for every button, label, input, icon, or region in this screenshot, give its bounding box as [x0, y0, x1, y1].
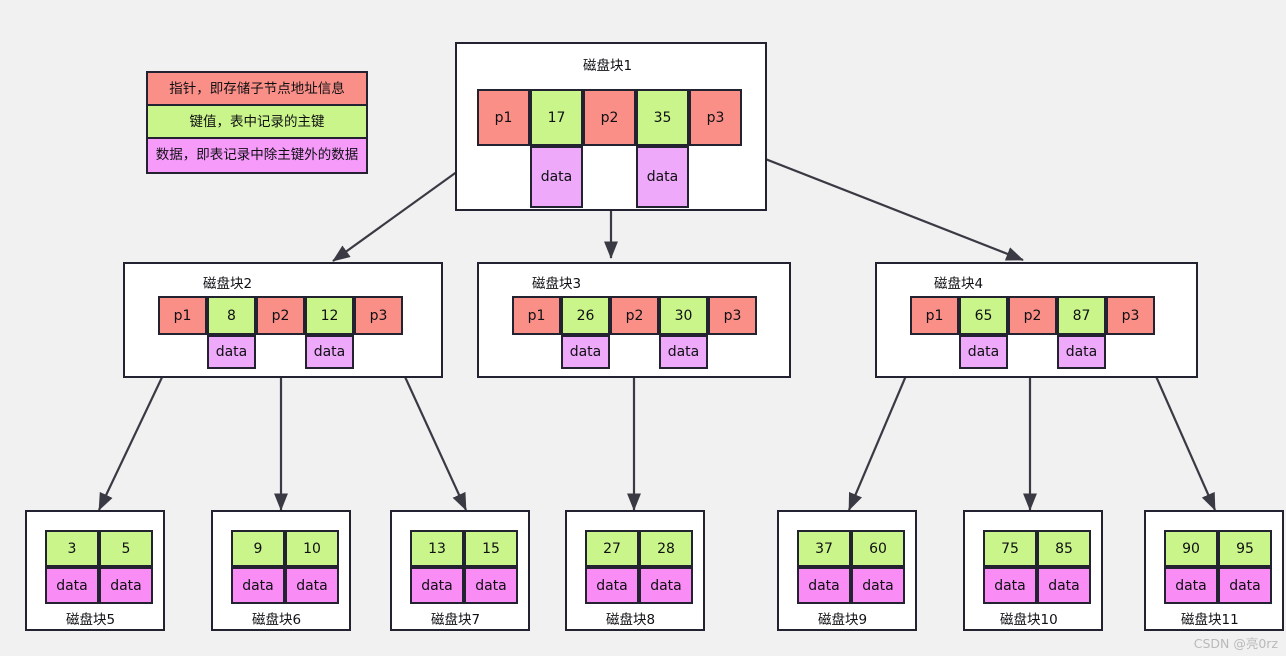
- node-block3-data-30[interactable]: data: [659, 335, 708, 369]
- node-block7-key-13[interactable]: 13: [410, 530, 464, 567]
- node-block1-key-35[interactable]: 35: [636, 89, 689, 146]
- node-block5[interactable]: 3 5 data data 磁盘块5: [25, 510, 165, 631]
- node-block8-data-28[interactable]: data: [639, 567, 693, 604]
- node-block3-pointer-p3[interactable]: p3: [708, 296, 757, 335]
- node-block4-key-87[interactable]: 87: [1057, 296, 1106, 335]
- node-block11-key-90[interactable]: 90: [1164, 530, 1218, 567]
- node-block2-pointer-p2[interactable]: p2: [256, 296, 305, 335]
- node-block9-title: 磁盘块9: [818, 612, 868, 628]
- node-block1-data-35[interactable]: data: [636, 146, 689, 208]
- node-block9-data-37[interactable]: data: [797, 567, 851, 604]
- node-block3-title: 磁盘块3: [532, 276, 582, 292]
- node-block4-pointer-p3[interactable]: p3: [1106, 296, 1155, 335]
- node-block7-key-15[interactable]: 15: [464, 530, 518, 567]
- node-block1-key-17[interactable]: 17: [530, 89, 583, 146]
- watermark: CSDN @亮0rz: [1193, 636, 1278, 651]
- node-block2-data-8[interactable]: data: [207, 335, 256, 369]
- node-block6-title: 磁盘块6: [252, 612, 302, 628]
- node-block3-key-30[interactable]: 30: [659, 296, 708, 335]
- node-block11-key-95[interactable]: 95: [1218, 530, 1272, 567]
- node-block3-pointer-p1[interactable]: p1: [512, 296, 561, 335]
- node-block1[interactable]: 磁盘块1 p1 17 p2 35 p3 data data: [455, 42, 767, 211]
- node-block7-data-13[interactable]: data: [410, 567, 464, 604]
- node-block2-title: 磁盘块2: [203, 276, 253, 292]
- node-block4-pointer-p2[interactable]: p2: [1008, 296, 1057, 335]
- node-block10-key-75[interactable]: 75: [983, 530, 1037, 567]
- node-block11-data-90[interactable]: data: [1164, 567, 1218, 604]
- node-block1-pointer-p1[interactable]: p1: [477, 89, 530, 146]
- legend: 指针，即存储子节点地址信息 键值，表中记录的主键 数据，即表记录中除主键外的数据: [146, 71, 368, 174]
- node-block11-data-95[interactable]: data: [1218, 567, 1272, 604]
- node-block9-key-37[interactable]: 37: [797, 530, 851, 567]
- node-block6-data-10[interactable]: data: [285, 567, 339, 604]
- legend-row-pointer: 指针，即存储子节点地址信息: [148, 73, 366, 106]
- node-block4-data-65[interactable]: data: [959, 335, 1008, 369]
- node-block2-pointer-p1[interactable]: p1: [158, 296, 207, 335]
- node-block10-data-75[interactable]: data: [983, 567, 1037, 604]
- node-block8[interactable]: 27 28 data data 磁盘块8: [565, 510, 705, 631]
- node-block2-key-8[interactable]: 8: [207, 296, 256, 335]
- node-block3-pointer-p2[interactable]: p2: [610, 296, 659, 335]
- node-block9-key-60[interactable]: 60: [851, 530, 905, 567]
- node-block3-key-26[interactable]: 26: [561, 296, 610, 335]
- node-block2-key-12[interactable]: 12: [305, 296, 354, 335]
- node-block5-key-5[interactable]: 5: [99, 530, 153, 567]
- node-block2-data-12[interactable]: data: [305, 335, 354, 369]
- node-block8-key-27[interactable]: 27: [585, 530, 639, 567]
- node-block6-data-9[interactable]: data: [231, 567, 285, 604]
- node-block2[interactable]: 磁盘块2 p1 8 p2 12 p3 data data: [123, 262, 443, 378]
- node-block11[interactable]: 90 95 data data 磁盘块11: [1144, 510, 1284, 631]
- node-block10[interactable]: 75 85 data data 磁盘块10: [963, 510, 1103, 631]
- node-block3-data-26[interactable]: data: [561, 335, 610, 369]
- node-block7-title: 磁盘块7: [431, 612, 481, 628]
- node-block6[interactable]: 9 10 data data 磁盘块6: [211, 510, 351, 631]
- node-block3[interactable]: 磁盘块3 p1 26 p2 30 p3 data data: [477, 262, 791, 378]
- node-block1-pointer-p3[interactable]: p3: [689, 89, 742, 146]
- legend-row-data: 数据，即表记录中除主键外的数据: [148, 139, 366, 172]
- node-block4-key-65[interactable]: 65: [959, 296, 1008, 335]
- node-block4-title: 磁盘块4: [934, 276, 984, 292]
- node-block1-pointer-p2[interactable]: p2: [583, 89, 636, 146]
- node-block4[interactable]: 磁盘块4 p1 65 p2 87 p3 data data: [875, 262, 1198, 378]
- node-block5-title: 磁盘块5: [66, 612, 116, 628]
- node-block4-pointer-p1[interactable]: p1: [910, 296, 959, 335]
- node-block1-data-17[interactable]: data: [530, 146, 583, 208]
- node-block6-key-9[interactable]: 9: [231, 530, 285, 567]
- node-block9[interactable]: 37 60 data data 磁盘块9: [777, 510, 917, 631]
- node-block8-title: 磁盘块8: [606, 612, 656, 628]
- node-block9-data-60[interactable]: data: [851, 567, 905, 604]
- node-block8-key-28[interactable]: 28: [639, 530, 693, 567]
- node-block5-data-5[interactable]: data: [99, 567, 153, 604]
- node-block5-data-3[interactable]: data: [45, 567, 99, 604]
- node-block4-data-87[interactable]: data: [1057, 335, 1106, 369]
- node-block10-key-85[interactable]: 85: [1037, 530, 1091, 567]
- node-block1-title: 磁盘块1: [583, 58, 633, 74]
- node-block7-data-15[interactable]: data: [464, 567, 518, 604]
- node-block2-pointer-p3[interactable]: p3: [354, 296, 403, 335]
- node-block10-title: 磁盘块10: [1000, 612, 1058, 628]
- node-block8-data-27[interactable]: data: [585, 567, 639, 604]
- node-block10-data-85[interactable]: data: [1037, 567, 1091, 604]
- node-block6-key-10[interactable]: 10: [285, 530, 339, 567]
- node-block5-key-3[interactable]: 3: [45, 530, 99, 567]
- node-block7[interactable]: 13 15 data data 磁盘块7: [390, 510, 530, 631]
- node-block11-title: 磁盘块11: [1181, 612, 1239, 628]
- legend-row-key: 键值，表中记录的主键: [148, 106, 366, 139]
